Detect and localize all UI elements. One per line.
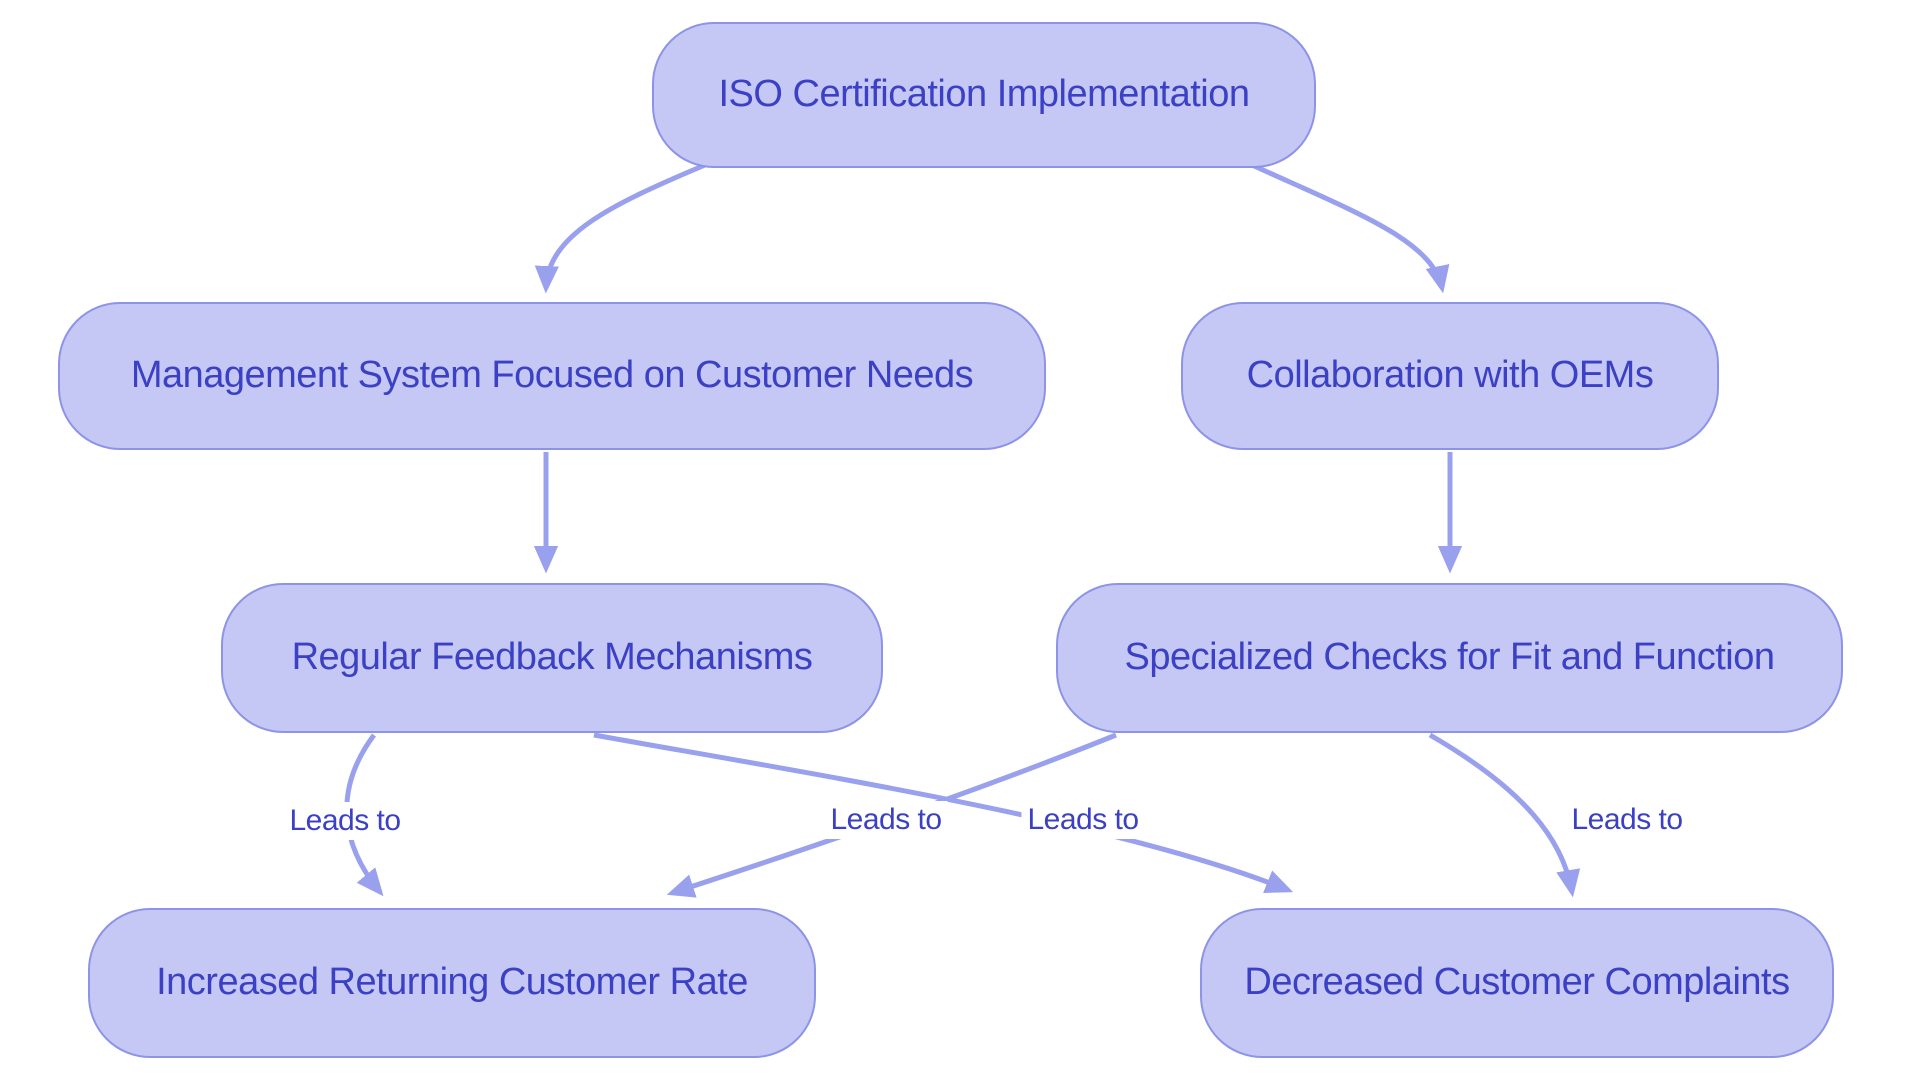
node-collaboration-with-oems: Collaboration with OEMs [1181, 302, 1719, 450]
edge-iso-to-mgmt [534, 162, 706, 294]
node-increased-returning-customer-rate: Increased Returning Customer Rate [88, 908, 816, 1058]
node-specialized-checks-for-fit-and-function: Specialized Checks for Fit and Function [1056, 583, 1843, 733]
node-label: Collaboration with OEMs [1246, 354, 1654, 397]
edge-checks-to-complaints [1428, 732, 1581, 898]
edge-label-leads-to-2: Leads to [824, 801, 948, 839]
node-iso-certification-implementation: ISO Certification Implementation [652, 22, 1316, 168]
node-label: Specialized Checks for Fit and Function [1124, 636, 1775, 679]
node-label: Decreased Customer Complaints [1244, 961, 1790, 1004]
edge-label-leads-to-3: Leads to [1021, 801, 1145, 839]
node-decreased-customer-complaints: Decreased Customer Complaints [1200, 908, 1834, 1058]
node-management-system-focused-on-customer-needs: Management System Focused on Customer Ne… [58, 302, 1046, 450]
edge-label-leads-to-1: Leads to [283, 802, 407, 840]
node-regular-feedback-mechanisms: Regular Feedback Mechanisms [221, 583, 883, 733]
edge-iso-to-collab [1250, 162, 1450, 294]
edge-label-leads-to-4: Leads to [1565, 801, 1689, 839]
node-label: Management System Focused on Customer Ne… [130, 354, 974, 397]
node-label: Increased Returning Customer Rate [156, 961, 748, 1004]
edge-feedback-to-complaints [593, 732, 1294, 893]
node-label: Regular Feedback Mechanisms [291, 636, 813, 679]
node-label: ISO Certification Implementation [718, 73, 1250, 116]
